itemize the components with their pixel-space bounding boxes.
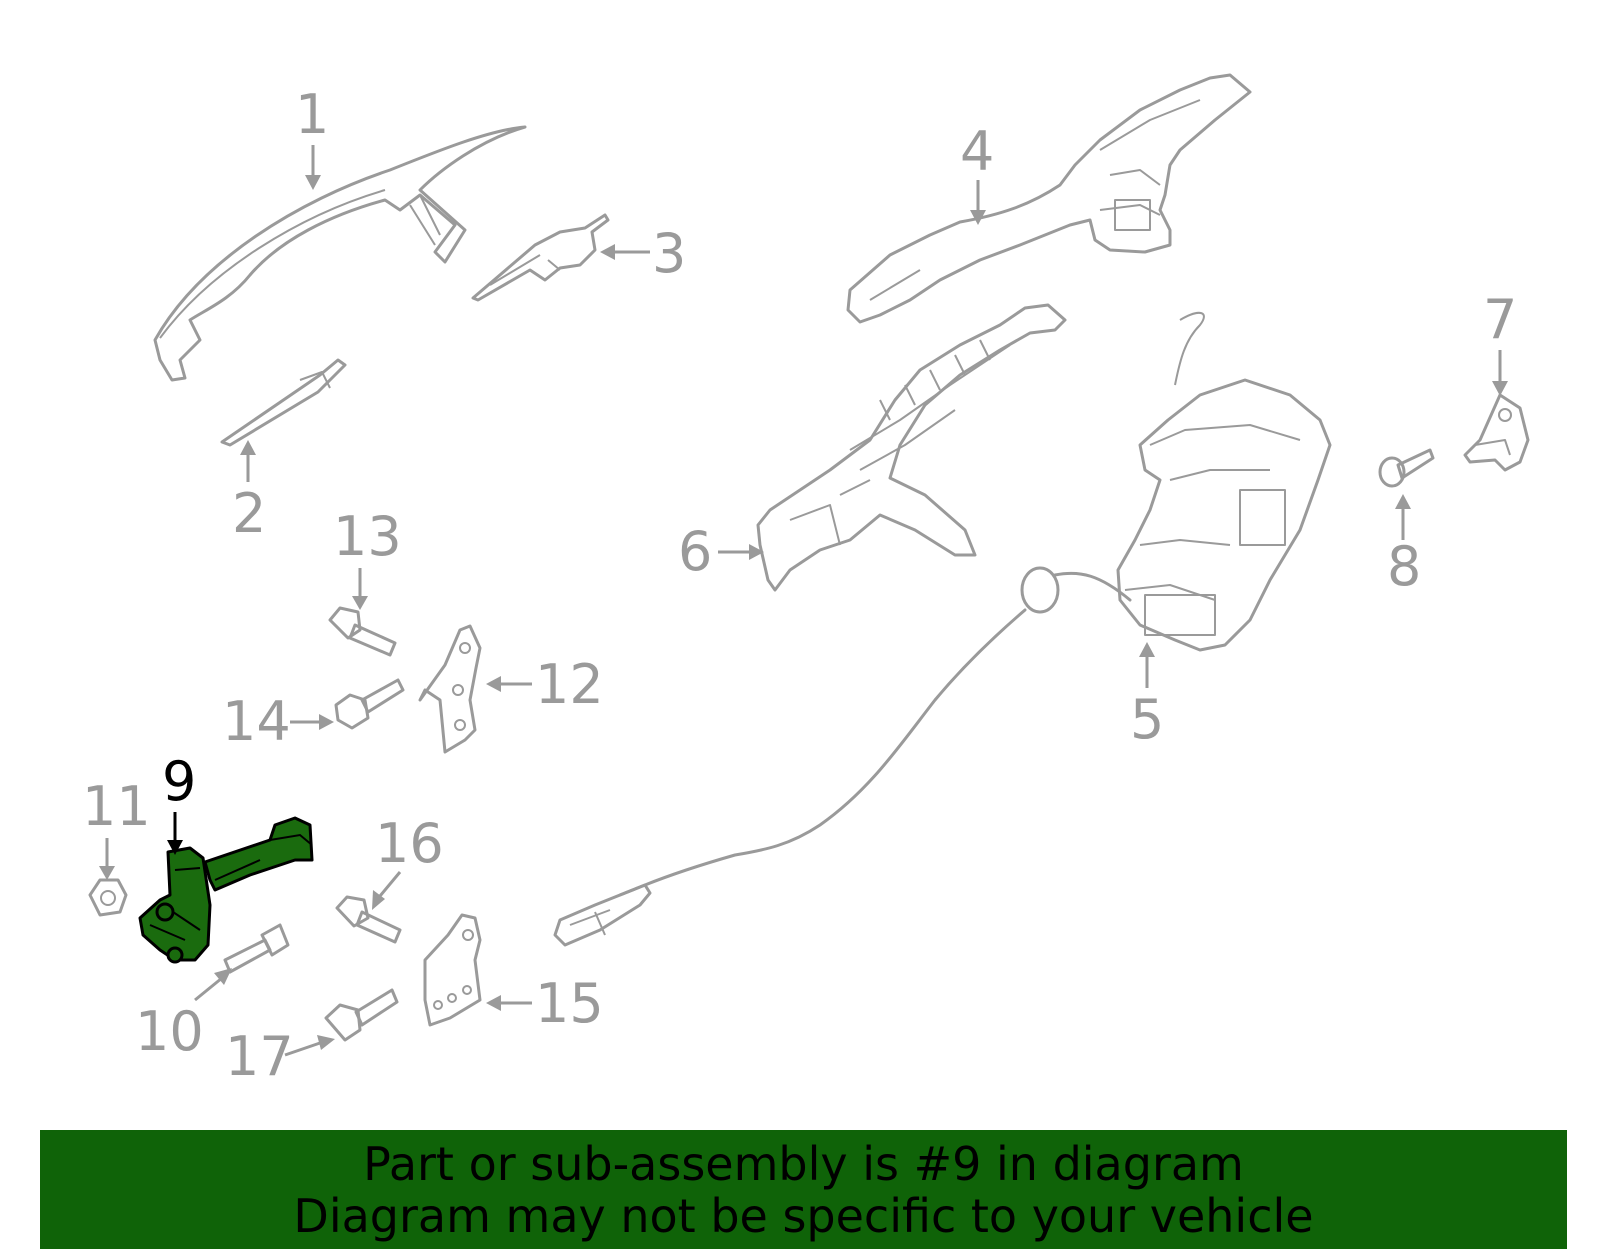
label-14: 14 (222, 690, 291, 753)
label-5: 5 (1130, 688, 1164, 751)
part-17-bolt[interactable] (324, 988, 399, 1042)
part-13-bolt[interactable] (328, 606, 397, 657)
banner-line-2: Diagram may not be specific to your vehi… (293, 1188, 1314, 1243)
part-14-bolt[interactable] (334, 678, 405, 730)
info-banner: Part or sub-assembly is #9 in diagram Di… (40, 1130, 1567, 1249)
label-7: 7 (1483, 288, 1517, 351)
label-2: 2 (232, 482, 266, 545)
banner-line-1: Part or sub-assembly is #9 in diagram (363, 1136, 1244, 1191)
part-11-nut[interactable] (88, 878, 128, 917)
part-5-cable[interactable] (553, 566, 1132, 947)
part-6-reinforcement[interactable] (756, 303, 1067, 592)
part-10-bolt[interactable] (223, 923, 290, 974)
part-1-door-handle[interactable] (153, 125, 527, 382)
label-11: 11 (82, 775, 151, 838)
part-4-handle-frame[interactable] (846, 73, 1252, 324)
part-8-screw[interactable] (1378, 448, 1435, 488)
callout-arrows (99, 145, 1508, 1057)
label-9: 9 (162, 750, 196, 813)
label-16: 16 (375, 812, 444, 875)
label-4: 4 (960, 120, 994, 183)
part-9-door-check[interactable] (138, 816, 314, 964)
label-15: 15 (535, 972, 604, 1035)
part-7-striker[interactable] (1463, 393, 1530, 472)
label-8: 8 (1387, 535, 1421, 598)
label-3: 3 (652, 222, 686, 285)
label-10: 10 (135, 1000, 204, 1063)
part-5-latch[interactable] (1116, 311, 1332, 652)
callout-labels: 1 2 3 4 5 6 7 8 9 10 11 12 13 14 15 16 1… (82, 83, 1517, 1088)
part-16-bolt[interactable] (335, 895, 402, 944)
label-1: 1 (295, 83, 329, 146)
part-12-upper-hinge[interactable] (418, 624, 482, 754)
label-6: 6 (678, 520, 712, 583)
label-13: 13 (333, 505, 402, 568)
label-17: 17 (225, 1025, 294, 1088)
part-15-lower-hinge[interactable] (423, 913, 482, 1027)
part-3-gasket-bracket[interactable] (471, 213, 610, 302)
part-2-gasket[interactable] (220, 358, 347, 447)
label-12: 12 (535, 653, 604, 716)
